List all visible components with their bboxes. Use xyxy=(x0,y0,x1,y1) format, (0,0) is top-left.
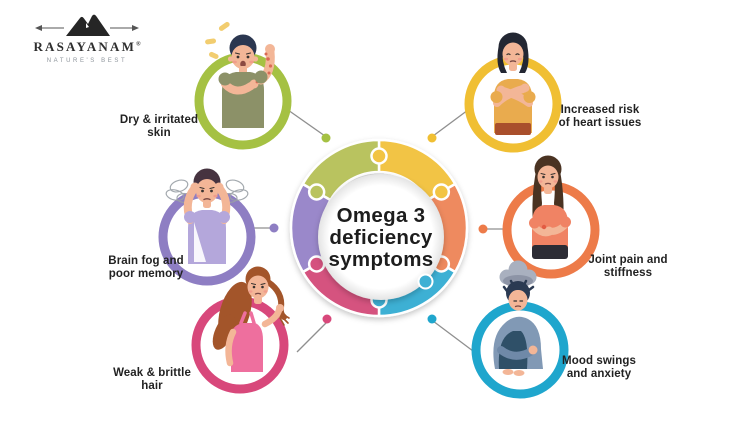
label-line: Dry & irritated xyxy=(119,113,199,126)
illustration-dry-skin xyxy=(194,21,292,150)
mountain-icon xyxy=(66,14,110,36)
woman-holding-hair-illustration xyxy=(212,266,290,372)
connector-line-heart xyxy=(432,109,469,137)
symptom-label-mood-swings: Mood swings and anxiety xyxy=(562,355,636,381)
label-line: and anxiety xyxy=(566,368,632,380)
label-line: Increased risk xyxy=(560,103,640,116)
brand-logo: RASAYANAM® NATURE'S BEST xyxy=(28,12,146,64)
center-title-line-3: symptoms xyxy=(329,248,434,271)
logo-left-arrowhead-icon xyxy=(35,25,42,31)
illustration-heart-risk xyxy=(464,32,562,153)
brand-tagline: NATURE'S BEST xyxy=(46,58,128,64)
center-title-line-1: Omega 3 xyxy=(337,204,426,227)
connector-line-mood xyxy=(432,320,474,352)
label-line: Weak & brittle xyxy=(113,366,191,379)
registered-mark: ® xyxy=(136,41,141,48)
symptom-label-brittle-hair: Weak & brittle hair xyxy=(113,367,191,393)
label-line: hair xyxy=(141,380,163,392)
skin-rash-marks xyxy=(264,52,273,75)
connector-dot-hair xyxy=(322,314,332,324)
label-line: Joint pain and xyxy=(588,253,668,266)
label-line: stiffness xyxy=(603,267,653,279)
puzzle-knob-upper-right xyxy=(432,183,451,201)
center-disc xyxy=(318,174,444,300)
connector-dot-heart xyxy=(427,133,437,143)
connector-dot-dry-skin xyxy=(321,133,331,143)
symptom-label-dry-skin: Dry & irritated skin xyxy=(120,114,198,140)
person-holding-head-illustration xyxy=(165,168,249,264)
label-line: poor memory xyxy=(108,268,184,280)
woman-clutching-chest-illustration xyxy=(490,32,536,135)
illustration-mood-swings xyxy=(471,260,569,399)
person-sitting-anxious-illustration xyxy=(493,260,543,376)
brand-name-text: RASAYANAM xyxy=(33,39,137,54)
symptom-label-heart-risk: Increased risk of heart issues xyxy=(559,104,642,130)
woman-holding-wrist-illustration xyxy=(529,155,571,259)
logo-right-arrowhead-icon xyxy=(132,25,139,31)
brand-name: RASAYANAM® xyxy=(28,39,146,55)
connector-dot-mood xyxy=(427,314,437,324)
connector-line-dry-skin xyxy=(287,109,326,137)
symptom-label-brain-fog: Brain fog and poor memory xyxy=(108,255,183,281)
puzzle-ring: Omega 3 deficiency symptoms xyxy=(289,138,469,318)
illustration-brittle-hair xyxy=(191,266,290,394)
connector-dot-joint xyxy=(478,224,488,234)
puzzle-knob-upper-left xyxy=(307,183,326,201)
illustration-joint-pain xyxy=(502,155,600,279)
center-title-line-2: deficiency xyxy=(329,226,433,249)
illustration-brain-fog xyxy=(158,168,256,286)
symptom-label-joint-pain: Joint pain and stiffness xyxy=(588,254,667,280)
label-line: Brain fog and xyxy=(108,254,184,267)
mountain-snow-detail xyxy=(86,23,89,28)
puzzle-knob-top xyxy=(370,147,388,165)
mountain-logo-icon xyxy=(35,14,139,36)
puzzle-inner-knob xyxy=(417,273,434,290)
boy-scratching-arm-illustration xyxy=(205,21,275,128)
pain-mark xyxy=(541,224,547,230)
label-line: of heart issues xyxy=(558,117,642,129)
confusion-scribble-icon xyxy=(165,179,249,204)
connector-dot-brain-fog xyxy=(269,223,279,233)
label-line: Mood swings xyxy=(562,354,636,367)
label-line: skin xyxy=(147,127,171,139)
sparkle-icon xyxy=(205,21,230,59)
connector-line-hair xyxy=(296,320,329,353)
